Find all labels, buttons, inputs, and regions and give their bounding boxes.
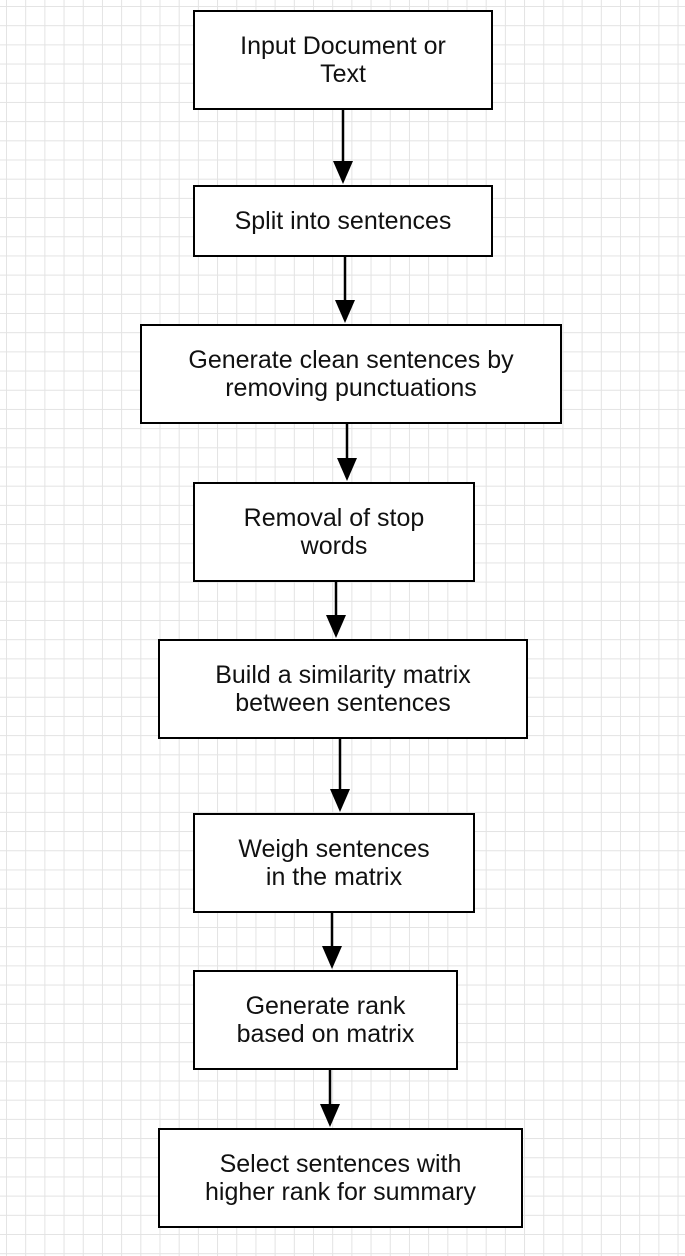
arrowhead-icon xyxy=(326,615,346,638)
step-generate-rank: Generate rank based on matrix xyxy=(193,970,458,1070)
arrowhead-icon xyxy=(335,300,355,323)
step-label: Select sentences with higher rank for su… xyxy=(205,1150,476,1206)
step-select-sentences: Select sentences with higher rank for su… xyxy=(158,1128,523,1228)
step-label: Split into sentences xyxy=(234,207,452,235)
step-input-document: Input Document or Text xyxy=(193,10,493,110)
step-remove-stopwords: Removal of stop words xyxy=(193,482,475,582)
step-clean-sentences: Generate clean sentences by removing pun… xyxy=(140,324,562,424)
step-split-sentences: Split into sentences xyxy=(193,185,493,257)
arrowhead-icon xyxy=(337,458,357,481)
step-label: Weigh sentences in the matrix xyxy=(238,835,430,891)
step-similarity-matrix: Build a similarity matrix between senten… xyxy=(158,639,528,739)
arrowhead-icon xyxy=(333,161,353,184)
arrowhead-icon xyxy=(320,1104,340,1127)
arrowhead-icon xyxy=(330,789,350,812)
step-label: Generate rank based on matrix xyxy=(236,992,415,1048)
step-label: Build a similarity matrix between senten… xyxy=(215,661,471,717)
step-label: Input Document or Text xyxy=(240,32,446,88)
arrowhead-icon xyxy=(322,946,342,969)
step-weigh-sentences: Weigh sentences in the matrix xyxy=(193,813,475,913)
step-label: Removal of stop words xyxy=(243,504,425,560)
step-label: Generate clean sentences by removing pun… xyxy=(188,346,514,402)
